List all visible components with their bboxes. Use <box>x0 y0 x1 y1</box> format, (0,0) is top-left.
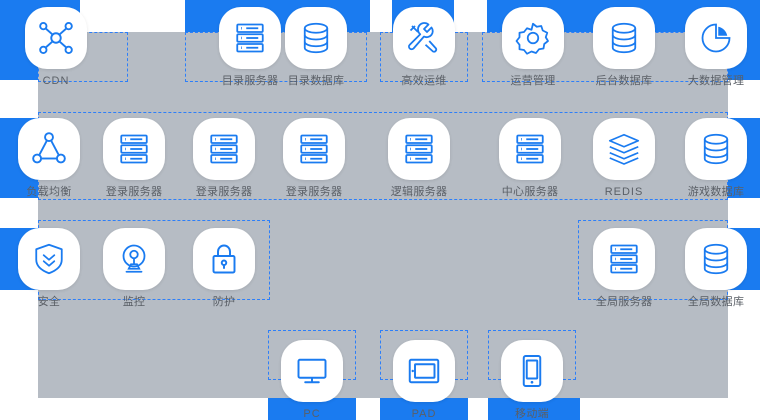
node-login-server-2[interactable]: 登录服务器 <box>180 118 268 199</box>
node-load-balance[interactable]: 负载均衡 <box>5 118 93 199</box>
node-client-mobile[interactable]: 移动端 <box>488 340 576 420</box>
node-label: 运营管理 <box>510 75 556 87</box>
node-label: 负载均衡 <box>26 186 72 198</box>
infrastructure-panel <box>38 32 728 398</box>
node-protection[interactable]: 防护 <box>180 228 268 309</box>
tablet-icon <box>393 340 455 402</box>
node-label: 高效运维 <box>401 75 447 87</box>
smartphone-icon <box>501 340 563 402</box>
node-label: 后台数据库 <box>595 75 653 87</box>
node-cdn[interactable]: CDN <box>12 7 100 88</box>
layers-stack-icon <box>593 118 655 180</box>
server-rack-icon <box>499 118 561 180</box>
node-game-db[interactable]: 游戏数据库 <box>672 118 760 199</box>
node-client-pc[interactable]: PC <box>268 340 356 420</box>
camera-monitor-icon <box>103 228 165 290</box>
node-center-server[interactable]: 中心服务器 <box>486 118 574 199</box>
node-label: 中心服务器 <box>501 186 559 198</box>
node-label: 全局服务器 <box>595 296 653 308</box>
desktop-monitor-icon <box>281 340 343 402</box>
node-security[interactable]: 安全 <box>5 228 93 309</box>
gear-settings-icon <box>502 7 564 69</box>
node-ops[interactable]: 高效运维 <box>380 7 468 88</box>
database-cylinder-icon <box>593 7 655 69</box>
node-ops-admin[interactable]: 运营管理 <box>489 7 577 88</box>
node-global-db[interactable]: 全局数据库 <box>672 228 760 309</box>
node-label: 移动端 <box>515 408 549 420</box>
node-label: 大数据管理 <box>687 75 745 87</box>
node-dir-database[interactable]: 目录数据库 <box>272 7 360 88</box>
node-label: 安全 <box>37 296 61 308</box>
server-rack-icon <box>193 118 255 180</box>
cdn-network-icon <box>25 7 87 69</box>
shield-check-icon <box>18 228 80 290</box>
database-cylinder-icon <box>685 118 747 180</box>
load-balancer-icon <box>18 118 80 180</box>
node-label: PC <box>303 408 321 420</box>
node-login-server-3[interactable]: 登录服务器 <box>270 118 358 199</box>
node-login-server-1[interactable]: 登录服务器 <box>90 118 178 199</box>
server-rack-icon <box>219 7 281 69</box>
lock-icon <box>193 228 255 290</box>
node-logic-server[interactable]: 逻辑服务器 <box>375 118 463 199</box>
node-label: 登录服务器 <box>195 186 253 198</box>
node-global-server[interactable]: 全局服务器 <box>580 228 668 309</box>
node-redis[interactable]: REDIS <box>580 118 668 199</box>
node-label: 全局数据库 <box>687 296 745 308</box>
server-rack-icon <box>388 118 450 180</box>
node-bigdata[interactable]: 大数据管理 <box>672 7 760 88</box>
node-label: REDIS <box>604 186 644 198</box>
node-label: 目录服务器 <box>221 75 279 87</box>
node-client-pad[interactable]: PAD <box>380 340 468 420</box>
node-dir-server[interactable]: 目录服务器 <box>206 7 294 88</box>
node-label: 逻辑服务器 <box>390 186 448 198</box>
node-label: 游戏数据库 <box>687 186 745 198</box>
node-label: 登录服务器 <box>285 186 343 198</box>
node-label: 防护 <box>212 296 236 308</box>
database-cylinder-icon <box>285 7 347 69</box>
node-label: CDN <box>42 75 70 87</box>
node-label: 登录服务器 <box>105 186 163 198</box>
node-label: 监控 <box>122 296 146 308</box>
database-cylinder-icon <box>685 228 747 290</box>
node-label: PAD <box>411 408 437 420</box>
tools-wrench-screwdriver-icon <box>393 7 455 69</box>
node-label: 目录数据库 <box>287 75 345 87</box>
server-rack-icon <box>283 118 345 180</box>
pie-chart-icon <box>685 7 747 69</box>
node-monitor[interactable]: 监控 <box>90 228 178 309</box>
server-rack-icon <box>103 118 165 180</box>
node-backend-db[interactable]: 后台数据库 <box>580 7 668 88</box>
server-rack-icon <box>593 228 655 290</box>
